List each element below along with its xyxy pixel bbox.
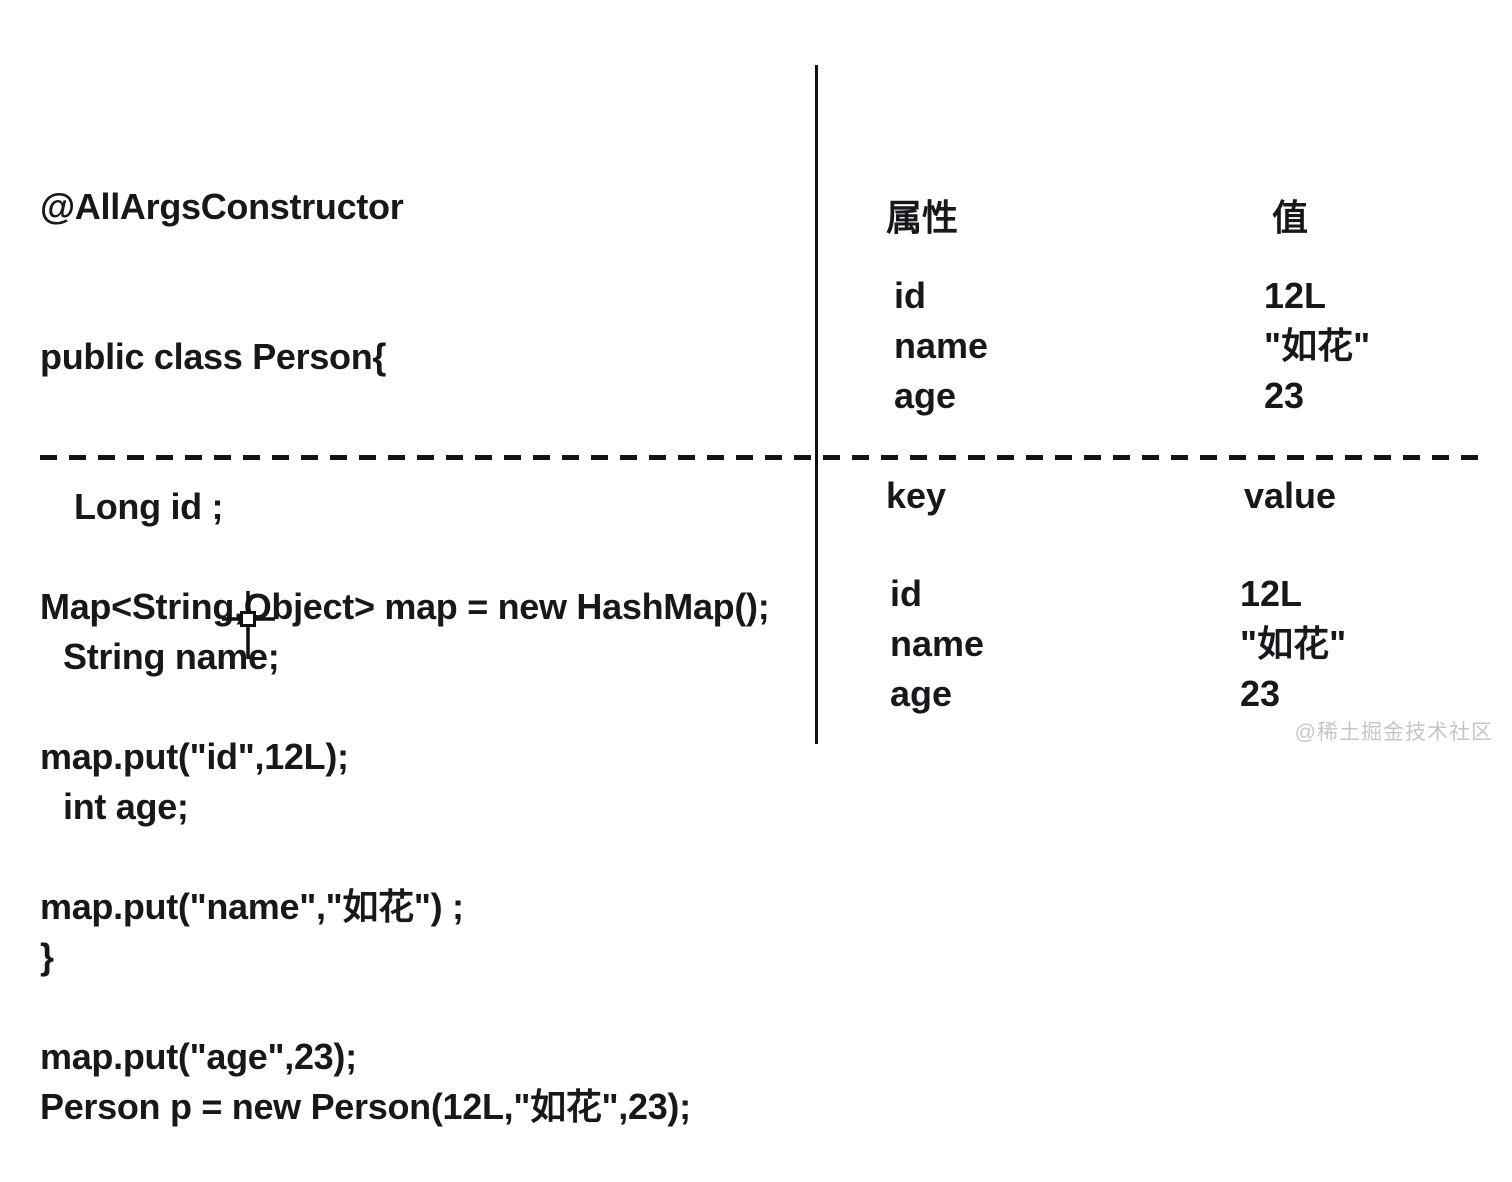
table-row: age 23 [886,669,1486,719]
code-line-class-decl: public class Person{ [40,336,387,377]
table-row: name "如花" [886,321,1486,371]
code-line-put-id: map.put("id",12L); [40,736,349,777]
code-line-put-age: map.put("age",23); [40,1036,357,1077]
value-column-header: value [1244,475,1337,516]
attr-column-header: 属性 [886,197,959,238]
value-cell: 12L [1240,573,1303,614]
table-body: id 12L name "如花" age 23 [886,569,1486,719]
table-row: id 12L [886,271,1486,321]
code-line-put-name: map.put("name","如花") ; [40,886,464,927]
key-cell: name [890,623,985,664]
key-cell: age [890,673,953,714]
value-cell: 12L [1264,275,1327,316]
table-body: id 12L name "如花" age 23 [886,271,1486,421]
key-cell: id [890,573,922,614]
table-header-row: key value [886,471,1486,521]
table-header-row: 属性 值 [886,193,1486,243]
value-column-header: 值 [1272,197,1309,238]
code-line-field-id: Long id ; [74,486,224,527]
vertical-divider-line [815,65,818,744]
table-row: age 23 [886,371,1486,421]
map-key-value-table: key value id 12L name "如花" age 23 [886,471,1486,719]
value-cell: 23 [1264,375,1305,416]
value-cell: "如花" [1264,325,1371,366]
attr-cell: id [894,275,926,316]
code-line-field-name: String name; [63,636,280,677]
value-cell: "如花" [1240,623,1347,664]
table-row: name "如花" [886,619,1486,669]
attr-cell: name [894,325,989,366]
value-cell: 23 [1240,673,1281,714]
site-watermark: @稀土掘金技术社区 [1294,721,1493,744]
code-line-new-hashmap: Map<String,Object> map = new HashMap(); [40,586,770,627]
attr-cell: age [894,375,957,416]
horizontal-dashed-divider [40,455,1490,460]
person-attribute-table: 属性 值 id 12L name "如花" age 23 [886,193,1486,421]
key-column-header: key [886,475,947,516]
map-code-block: Map<String,Object> map = new HashMap(); … [40,482,770,1132]
code-line-annotation: @AllArgsConstructor [40,186,404,227]
table-row: id 12L [886,569,1486,619]
